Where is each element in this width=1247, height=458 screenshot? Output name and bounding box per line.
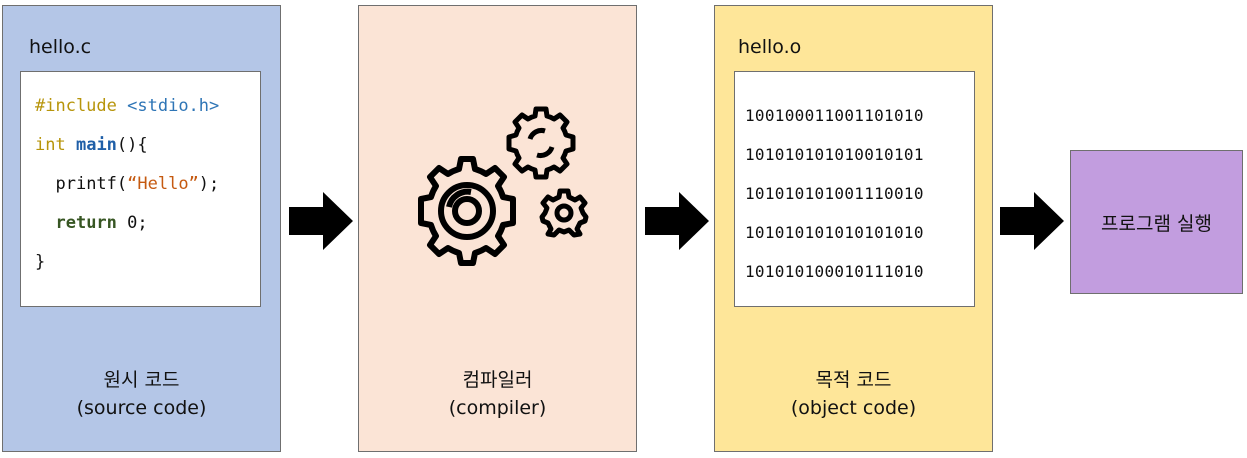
binary-line: 101010101010010101: [745, 145, 924, 164]
right-arrow-icon: [645, 192, 709, 250]
source-caption-ko: 원시 코드: [103, 369, 180, 391]
binary-line: 101010101010101010: [745, 223, 924, 242]
right-arrow-icon: [1000, 192, 1064, 250]
object-filename: hello.o: [738, 36, 802, 58]
source-code-box: #include <stdio.h> int main(){ printf(“H…: [20, 71, 261, 307]
compiler-caption-en: (compiler): [448, 397, 547, 419]
object-code-box: 100100011001101010 101010101010010101 10…: [734, 71, 975, 307]
object-caption-ko: 목적 코드: [815, 369, 892, 391]
source-caption-en: (source code): [76, 397, 207, 419]
binary-line: 100100011001101010: [745, 106, 924, 125]
return-keyword: return: [55, 213, 117, 233]
object-code-panel: hello.o 100100011001101010 1010101010100…: [714, 5, 993, 452]
small-gear-icon: [539, 188, 589, 238]
code-line-4: return 0;: [35, 213, 260, 252]
program-run-label: 프로그램 실행: [1101, 212, 1212, 235]
code-line-3: printf(“Hello”);: [35, 174, 260, 213]
binary-line: 101010101001110010: [745, 184, 924, 203]
compiler-caption-ko: 컴파일러: [462, 369, 533, 391]
string-literal: “Hello”: [127, 174, 199, 194]
source-caption: 원시 코드 (source code): [3, 366, 280, 422]
function-signature-rest: (){: [116, 135, 148, 155]
object-caption: 목적 코드 (object code): [715, 366, 992, 422]
function-name: main: [75, 135, 117, 155]
gears-icon: [418, 106, 589, 266]
code-line-2: int main(){: [35, 135, 260, 174]
compiler-caption: 컴파일러 (compiler): [359, 366, 636, 422]
binary-line: 101010100010111010: [745, 262, 924, 281]
closing-brace: }: [35, 252, 46, 272]
medium-gear-icon: [506, 106, 576, 180]
right-arrow-icon: [289, 192, 353, 250]
source-code-panel: hello.c #include <stdio.h> int main(){ p…: [2, 5, 281, 452]
source-filename: hello.c: [29, 36, 92, 58]
program-run-box: 프로그램 실행: [1070, 150, 1243, 294]
object-caption-en: (object code): [790, 397, 917, 419]
include-header: <stdio.h>: [127, 96, 220, 116]
return-value: 0;: [116, 213, 148, 233]
large-gear-icon: [418, 156, 516, 266]
compiler-panel: 컴파일러 (compiler): [358, 5, 637, 452]
printf-end: );: [198, 174, 220, 194]
code-line-1: #include <stdio.h>: [35, 96, 260, 135]
code-line-5: }: [35, 252, 260, 291]
include-directive: #include: [35, 96, 117, 116]
return-type: int: [35, 135, 66, 155]
printf-call: printf(: [55, 174, 128, 194]
